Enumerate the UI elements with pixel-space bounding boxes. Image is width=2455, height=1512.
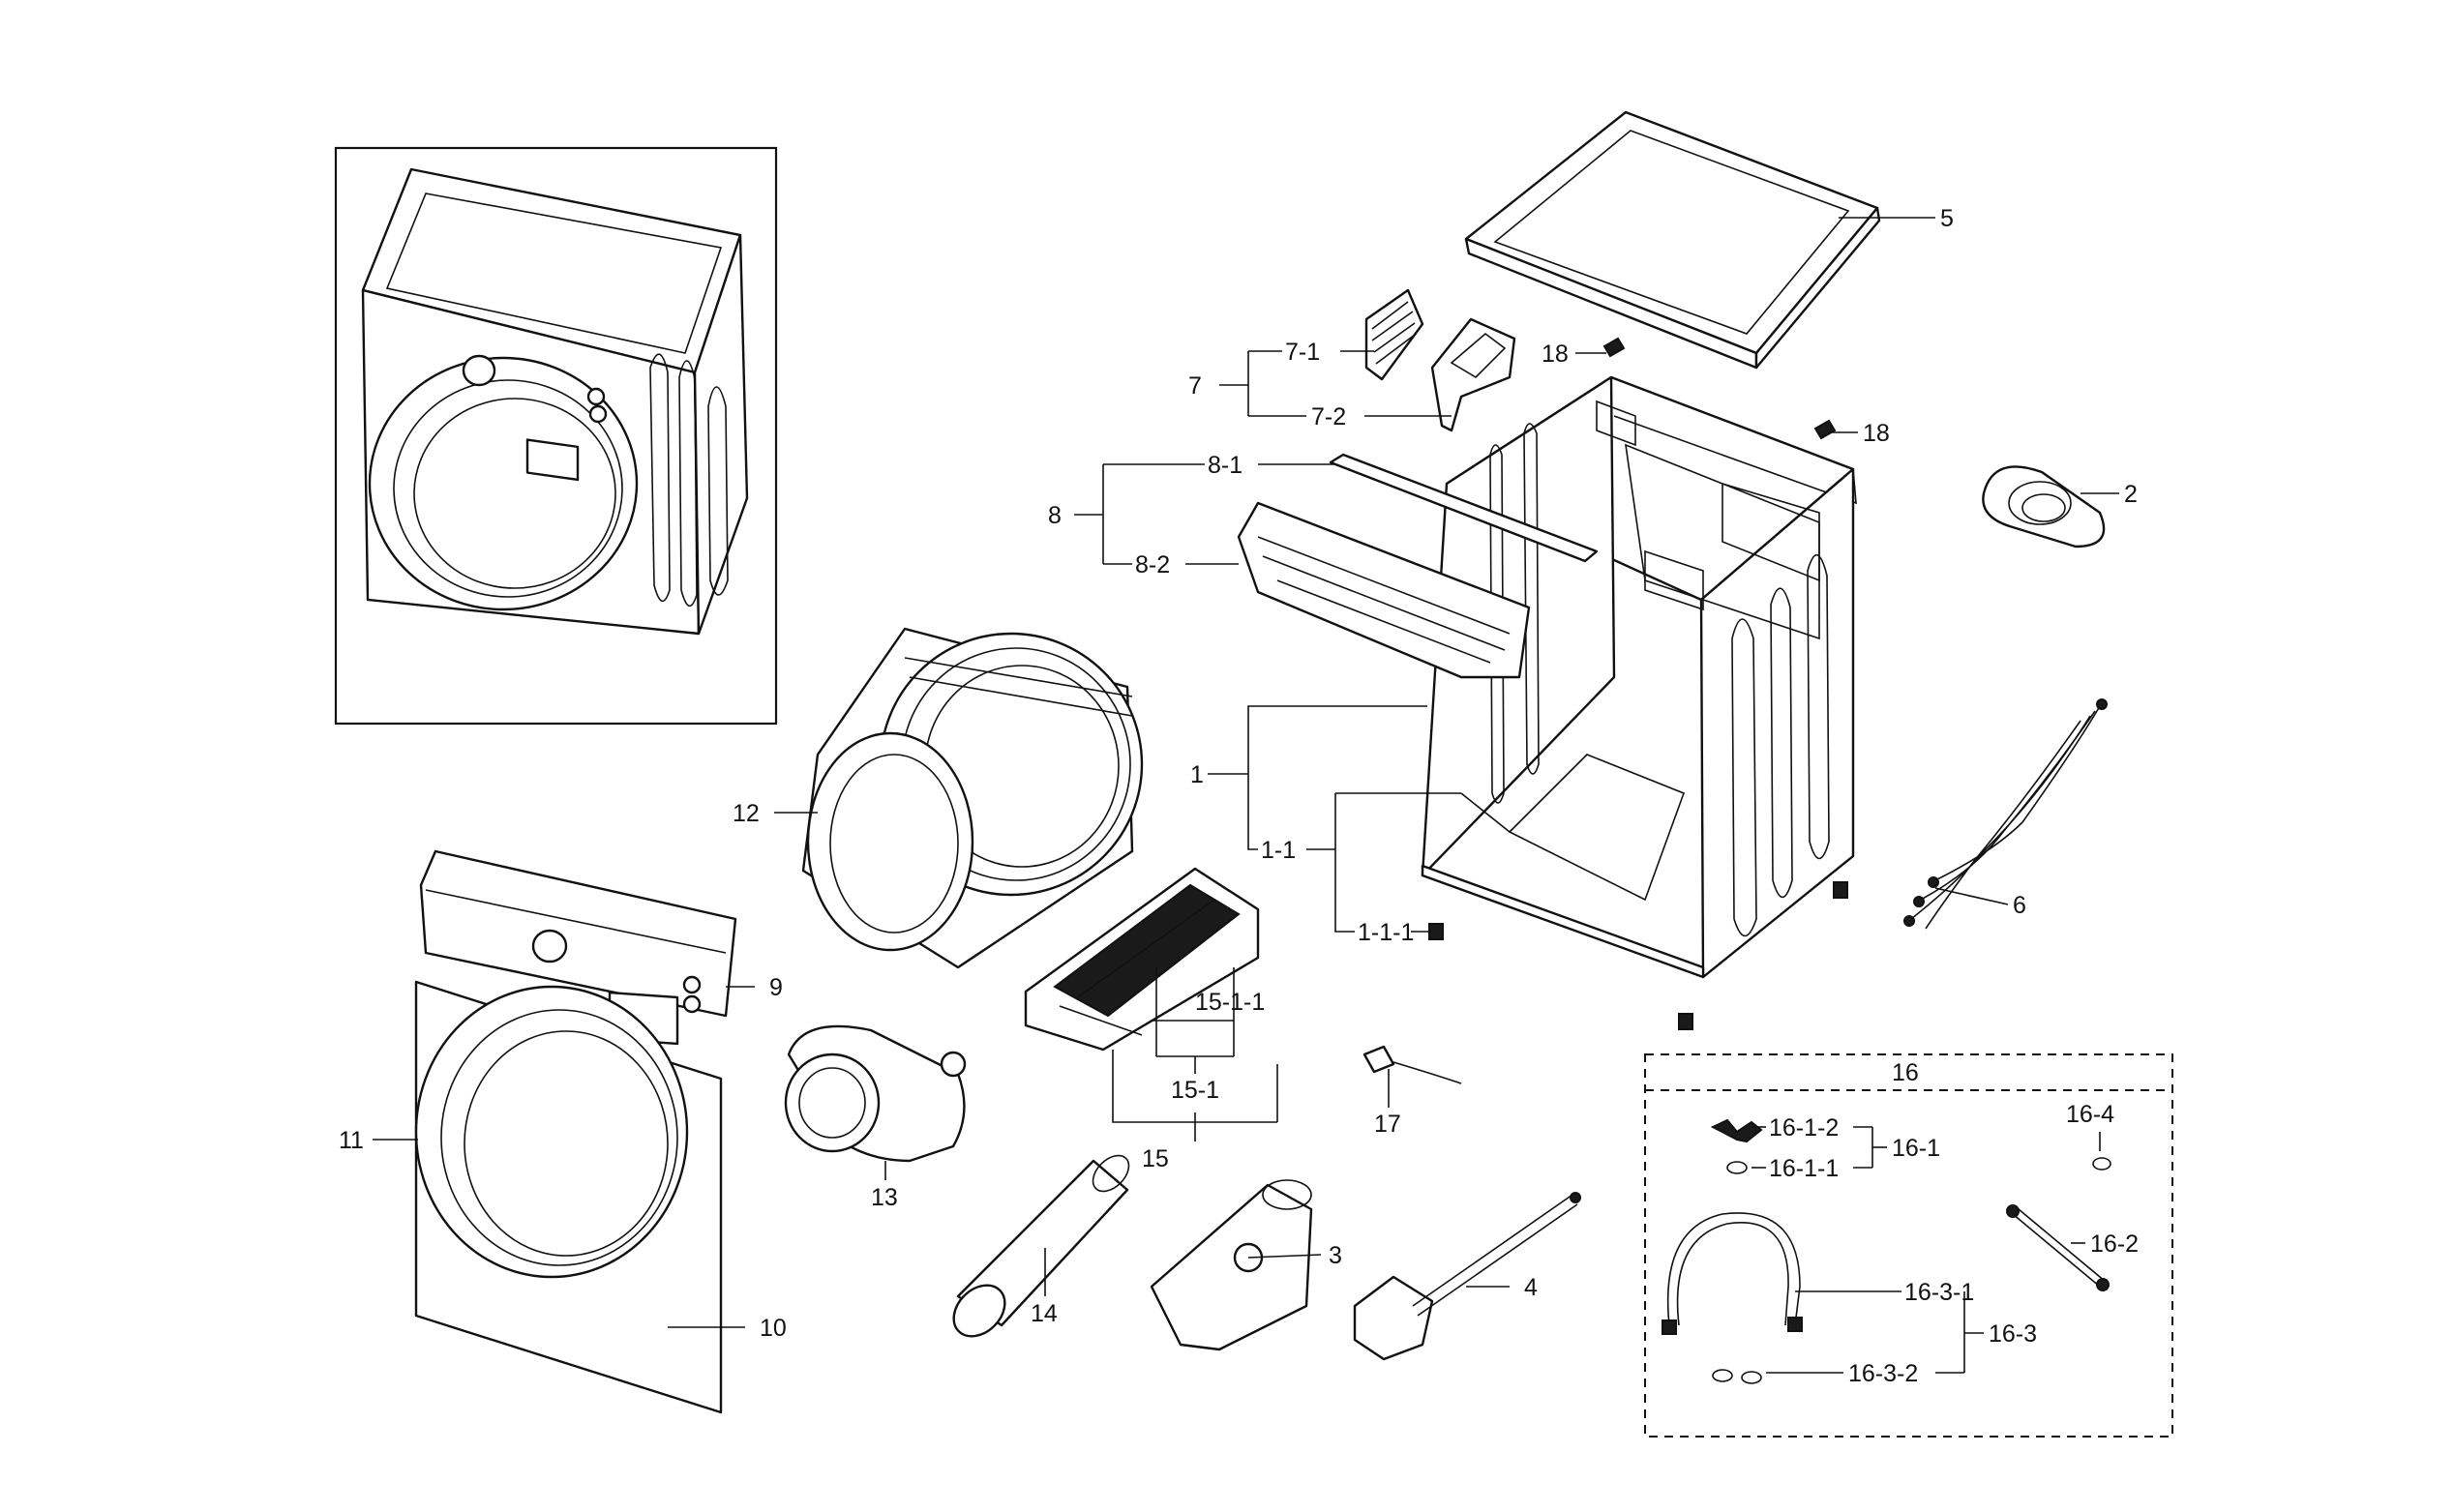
- part-15-lint-filter-housing: [1024, 867, 1260, 1052]
- label-7-2: 7-2: [1311, 403, 1346, 430]
- part-7-filter-and-bracket: [1364, 288, 1516, 432]
- part-12-drum: [801, 627, 1144, 969]
- label-4: 4: [1524, 1274, 1538, 1301]
- label-11: 11: [339, 1127, 364, 1154]
- label-9: 9: [769, 974, 783, 1001]
- label-6: 6: [2013, 892, 2026, 919]
- label-16-3-1: 16-3-1: [1904, 1279, 1974, 1306]
- label-1: 1: [1190, 761, 1204, 788]
- label-1-1-1: 1-1-1: [1358, 919, 1414, 946]
- part-14-duct-pipe: [952, 1154, 1130, 1338]
- part-10-front-panel: [414, 980, 723, 1414]
- label-16-3-2: 16-3-2: [1848, 1360, 1918, 1387]
- label-16-1: 16-1: [1892, 1135, 1940, 1162]
- label-16-1-1: 16-1-1: [1769, 1155, 1839, 1182]
- label-5: 5: [1940, 205, 1954, 232]
- label-14: 14: [1031, 1300, 1058, 1327]
- label-7: 7: [1188, 372, 1202, 400]
- label-16: 16: [1892, 1059, 1919, 1086]
- label-2: 2: [2124, 481, 2138, 508]
- label-10: 10: [760, 1315, 787, 1342]
- part-6-wire-harness: [1903, 698, 2108, 930]
- label-7-1: 7-1: [1285, 339, 1320, 366]
- label-8-2: 8-2: [1135, 551, 1170, 578]
- label-13: 13: [871, 1184, 898, 1211]
- label-15: 15: [1142, 1145, 1169, 1172]
- label-3: 3: [1329, 1242, 1342, 1269]
- label-18-right: 18: [1863, 420, 1890, 447]
- label-16-3: 16-3: [1989, 1320, 2037, 1348]
- label-1-1: 1-1: [1261, 837, 1296, 864]
- label-15-1: 15-1: [1171, 1077, 1219, 1104]
- label-15-1-1: 15-1-1: [1195, 989, 1265, 1016]
- label-18-top: 18: [1542, 341, 1569, 368]
- label-17: 17: [1374, 1111, 1401, 1138]
- part-16-installation-kit: [1644, 1053, 2173, 1438]
- label-12: 12: [733, 800, 760, 827]
- label-16-1-2: 16-1-2: [1769, 1114, 1839, 1141]
- part-17-power-cord: [1362, 1045, 1462, 1084]
- part-4-gas-valve-assembly: [1353, 1192, 1581, 1361]
- label-16-4: 16-4: [2066, 1101, 2114, 1128]
- part-2-vent-cover: [1982, 465, 2106, 548]
- label-8: 8: [1048, 502, 1062, 529]
- part-1-1-1-feet: [1428, 881, 1848, 1030]
- part-3-duct-heater: [1150, 1179, 1313, 1351]
- part-5-top-cover: [1464, 110, 1881, 370]
- part-18-clips: [1602, 337, 1837, 440]
- assembled-dryer-inset: [334, 146, 778, 726]
- part-labels: 5 7-1 7 7-2 18 18 8-1 8 8-2 2 1 1-1 1-1-…: [339, 205, 2139, 1387]
- part-13-blower-motor: [784, 1024, 967, 1163]
- label-16-2: 16-2: [2090, 1230, 2139, 1258]
- part-8-front-frame: [1237, 453, 1599, 679]
- leader-lines: [373, 217, 2119, 1374]
- label-8-1: 8-1: [1208, 452, 1242, 479]
